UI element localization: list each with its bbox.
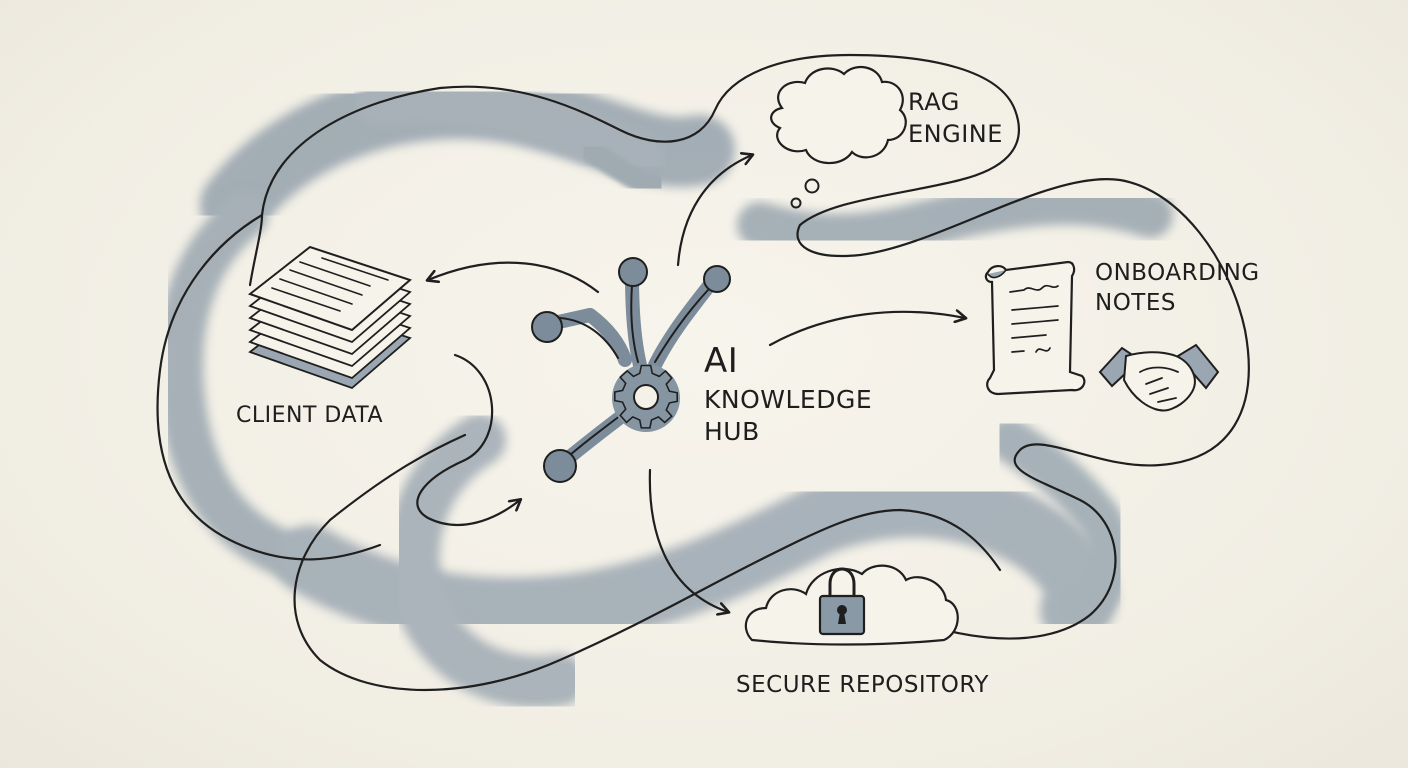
thought-cloud-icon bbox=[770, 65, 907, 165]
rag-label-line1: RAG bbox=[908, 88, 960, 116]
arrow-to-client bbox=[428, 261, 600, 294]
client-data-label: CLIENT DATA bbox=[236, 403, 383, 428]
scroll-icon bbox=[984, 260, 1086, 396]
arrow-client-to-hub bbox=[416, 353, 520, 526]
hub-label-line2: KNOWLEDGE bbox=[704, 385, 872, 414]
rag-engine-node: RAG ENGINE bbox=[770, 65, 1003, 209]
outline-curves bbox=[156, 53, 1250, 691]
hub-icon bbox=[531, 257, 731, 483]
rag-label-line2: ENGINE bbox=[908, 120, 1003, 148]
arrow-to-rag bbox=[676, 155, 752, 267]
secure-repository-node: SECURE REPOSITORY bbox=[736, 564, 989, 698]
onboarding-label-line1: ONBOARDING bbox=[1095, 260, 1260, 286]
repository-label: SECURE REPOSITORY bbox=[736, 672, 989, 698]
onboarding-label-line2: NOTES bbox=[1095, 290, 1176, 316]
padlock-icon bbox=[818, 567, 866, 636]
watercolor-wash bbox=[157, 69, 1173, 708]
onboarding-notes-node: ONBOARDING NOTES bbox=[984, 260, 1260, 412]
gear-icon bbox=[612, 364, 680, 432]
flow-arrows bbox=[416, 155, 965, 612]
arrow-to-repository bbox=[648, 468, 728, 612]
client-data-node: CLIENT DATA bbox=[236, 245, 412, 428]
hub-label-line3: HUB bbox=[704, 417, 760, 446]
handshake-icon bbox=[1098, 343, 1220, 412]
document-stack-icon bbox=[247, 245, 412, 390]
hub-label-line1: AI bbox=[704, 341, 738, 381]
arrow-to-onboarding bbox=[768, 312, 965, 347]
